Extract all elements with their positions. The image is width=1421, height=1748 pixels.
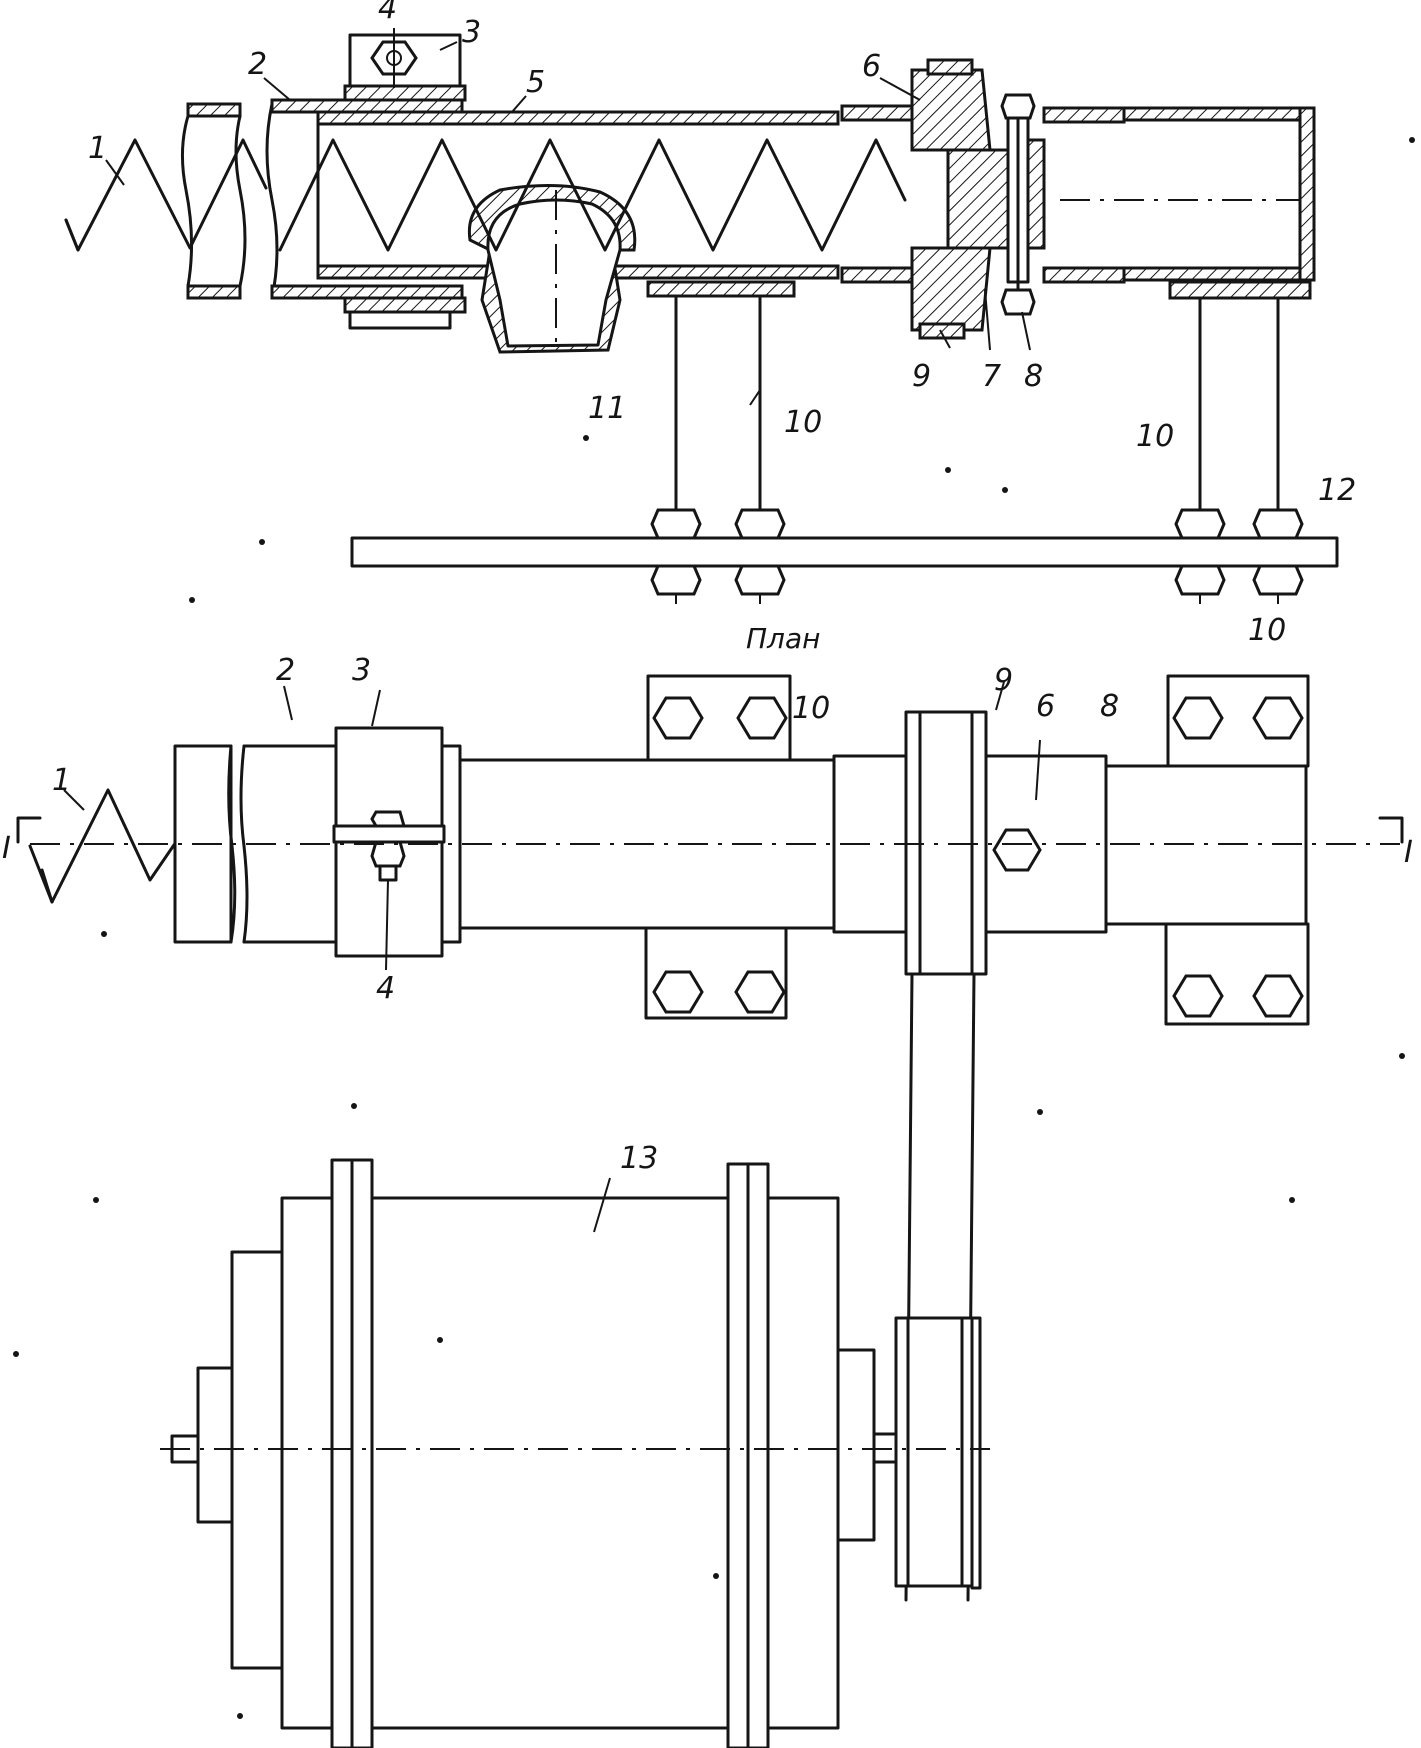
section-callout-casing: 5 [526, 65, 545, 100]
plan-callout-spring: 1 [52, 763, 71, 798]
housing-flange-bottom [1042, 266, 1126, 284]
hub-upper [910, 68, 992, 152]
housing-end-cap [1298, 106, 1316, 282]
section-callout-hopper: 11 [588, 391, 626, 426]
section-callout-post-right: 10 [1136, 419, 1174, 454]
motor-end-left [230, 1250, 284, 1670]
plan-callout-bracket-left: 10 [792, 691, 830, 726]
pad-left [646, 280, 796, 298]
section-mark-left: I [2, 831, 11, 866]
flange-top [840, 104, 914, 122]
plan-callout-clamp: 3 [352, 653, 371, 688]
section-callout-tube: 2 [248, 47, 267, 82]
clamp-top-jaw [343, 84, 467, 102]
plan-callout-tube: 2 [276, 653, 295, 688]
pin-plate-hatched [1026, 138, 1046, 250]
plan-view: План I I [2, 613, 1413, 1602]
tube-stub-wall-bottom [186, 284, 242, 300]
section-mark-right-arrow [1378, 816, 1404, 844]
section-callout-spring: 1 [88, 131, 107, 166]
flange-bottom [840, 266, 914, 284]
plan-title: План [746, 622, 820, 655]
tube-wall-bottom [270, 284, 464, 300]
section-callout-belt-rim: 9 [912, 359, 931, 394]
section-callout-bushing: 7 [982, 359, 1001, 394]
section-callout-pin: 8 [1024, 359, 1043, 394]
spring-inside [278, 138, 907, 252]
motor-view: 13 [160, 1141, 990, 1748]
hub-lower [910, 246, 992, 332]
motor-callout: 13 [620, 1141, 658, 1176]
plan-spring [40, 788, 178, 904]
section-leaders [105, 41, 1031, 406]
belt-rim-top [926, 58, 974, 76]
bushing [946, 148, 1010, 250]
belt-rim-bottom [918, 322, 966, 340]
section-mark-right: I [1404, 835, 1413, 870]
section-mark-left-arrow [16, 816, 42, 844]
section-callout-hub: 6 [862, 49, 881, 84]
plan-leaders [63, 681, 1041, 971]
pad-right [1168, 280, 1312, 300]
plan-callout-hub: 6 [1036, 689, 1055, 724]
pin-head-top [1000, 93, 1036, 120]
plan-bracket-bolts [652, 696, 1304, 1018]
tube-break-line [265, 102, 279, 300]
housing-flange-top [1042, 106, 1126, 124]
plan-callout-pin: 8 [1100, 689, 1119, 724]
plan-pin-head [992, 828, 1042, 872]
plan-clamp-band [332, 824, 446, 844]
plan-callout-bracket-right: 10 [1248, 613, 1286, 648]
pin-nut-bottom [1000, 288, 1036, 316]
casing-wall-top [316, 110, 840, 126]
section-callout-post-left: 10 [784, 405, 822, 440]
hopper-inner [486, 198, 622, 348]
scan-specks [13, 137, 1415, 1719]
section-callout-clamp: 3 [462, 15, 481, 50]
base-nuts [650, 508, 1304, 604]
motor-end-right [836, 1348, 876, 1542]
section-view: 1 2 3 4 5 6 7 8 9 11 10 10 12 [64, 0, 1356, 604]
clamp-bottom-jaw [343, 296, 467, 314]
plan-callout-clamp-bolt: 4 [376, 971, 395, 1006]
motor-end-cap-left [196, 1366, 234, 1524]
section-callout-clamp-bolt: 4 [378, 0, 397, 26]
plan-clamp-bolt-head [370, 810, 406, 828]
base-plate [350, 536, 1339, 568]
section-callout-base-plate: 12 [1318, 473, 1356, 508]
plan-callout-pulley: 9 [994, 663, 1013, 698]
tube-stub-wall-top [186, 102, 242, 118]
plan-clamp-bolt-nut [370, 840, 406, 868]
tube-wall-top [270, 98, 464, 114]
clamp-bottom-block [348, 310, 452, 330]
